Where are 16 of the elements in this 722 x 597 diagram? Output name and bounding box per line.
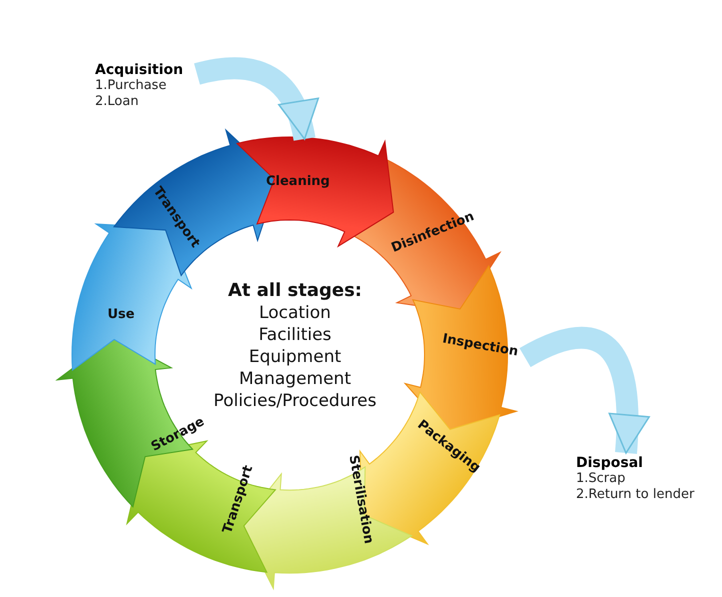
list-item: Facilities (258, 324, 332, 346)
curved-arrow (194, 57, 318, 142)
list-item: Location (258, 302, 332, 324)
heading: Disposal (576, 455, 644, 471)
heading: Acquisition (95, 62, 184, 78)
list-item: 1.Purchase (95, 78, 168, 94)
list-item: 1.Scrap (576, 471, 626, 487)
stage-label: Use (108, 307, 135, 322)
list-item: 2.Loan (95, 94, 140, 110)
list-item: Equipment (248, 346, 342, 368)
list-item: Policies/Procedures (212, 390, 378, 412)
curved-arrow (520, 327, 649, 454)
list-item: Management (238, 368, 352, 390)
list-item: 2.Return to lender (576, 487, 694, 503)
heading: At all stages: (226, 280, 364, 302)
stage-label: Sterilisation (346, 454, 376, 546)
